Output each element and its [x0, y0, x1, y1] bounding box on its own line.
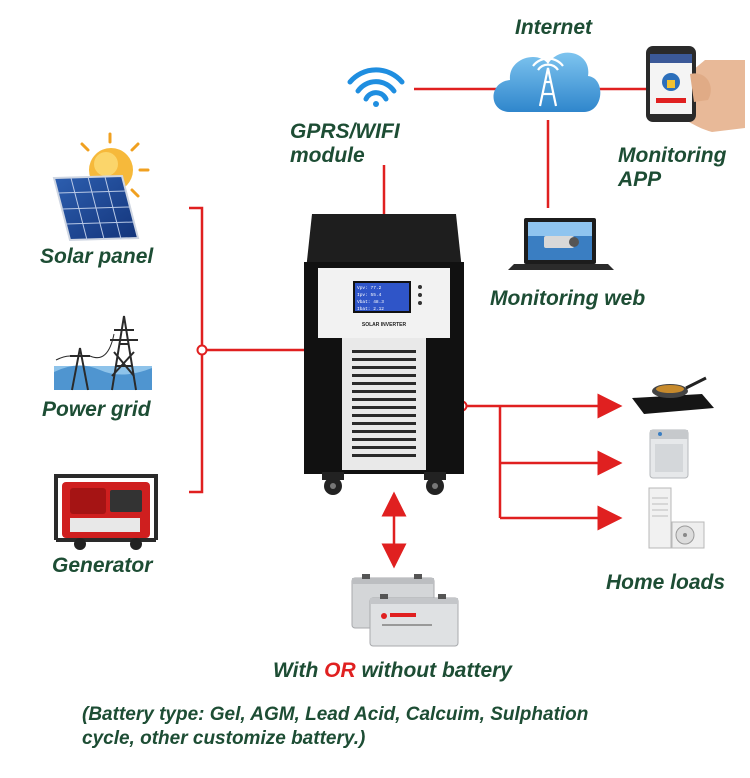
junction-dot-left — [196, 344, 208, 356]
inverter-display-text: Vpv: 77.2 Ipv: 55.4 Vbat: 48.3 Ibat: 2.1… — [357, 285, 384, 312]
monitoring-web-label: Monitoring web — [490, 287, 646, 310]
air-conditioner-icon — [648, 487, 705, 549]
battery-type-note-line1: (Battery type: Gel, AGM, Lead Acid, Calc… — [82, 704, 589, 725]
battery-option-suffix: without battery — [355, 659, 512, 682]
generator-icon — [54, 474, 158, 550]
induction-cooker-icon — [632, 376, 714, 414]
power-grid-label: Power grid — [42, 398, 151, 421]
gprs-wifi-label: GPRS/WIFI — [290, 120, 400, 143]
display-line-4: Ibat: 2.12 — [357, 306, 384, 312]
solar-panel-icon — [52, 132, 150, 242]
cloud-icon — [493, 52, 601, 112]
display-line-2: Ipv: 55.4 — [357, 292, 382, 298]
wifi-icon — [347, 67, 405, 107]
phone-app-icon — [646, 46, 745, 132]
inverter-brand-label: SOLAR INVERTER — [362, 322, 407, 328]
battery-option-label: With OR without battery — [273, 659, 512, 683]
solar-panel-label: Solar panel — [40, 245, 154, 268]
laptop-icon — [508, 218, 614, 270]
battery-option-prefix: With — [273, 659, 325, 682]
inverter-display — [353, 281, 411, 313]
monitoring-app-label-line2: APP — [618, 168, 662, 191]
battery-icon — [351, 574, 459, 647]
generator-label: Generator — [52, 554, 153, 577]
battery-type-note-line2: cycle, other customize battery.) — [82, 728, 366, 749]
power-grid-icon — [54, 315, 152, 391]
display-line-1: Vpv: 77.2 — [357, 285, 382, 291]
home-loads-label: Home loads — [606, 571, 726, 594]
internet-label: Internet — [515, 16, 593, 39]
module-label: module — [290, 144, 365, 167]
battery-option-or: OR — [324, 659, 356, 682]
connection-lines — [189, 87, 648, 569]
tower-icon — [532, 57, 564, 107]
inverter-cabinet — [304, 214, 464, 495]
display-line-3: Vbat: 48.3 — [357, 299, 384, 305]
washing-machine-icon — [649, 429, 689, 479]
monitoring-app-label-line1: Monitoring — [618, 144, 727, 167]
